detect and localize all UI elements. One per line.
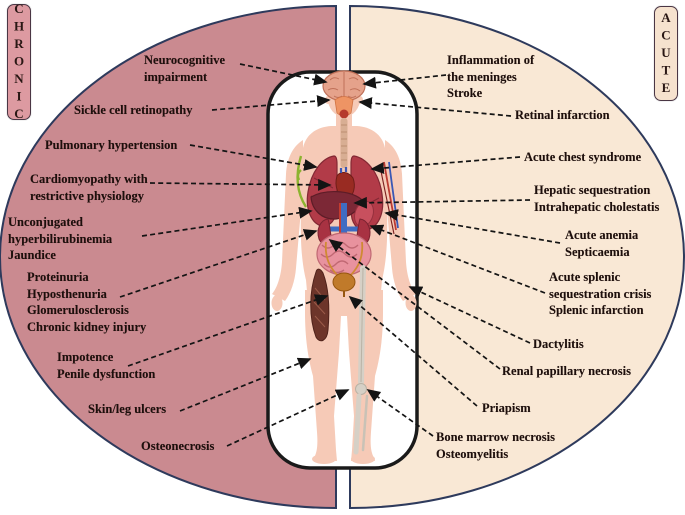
arrow-priapism [348,295,478,407]
arrow-neurocognitive [239,63,328,86]
label-skin-leg-ulcers: Skin/leg ulcers [88,402,167,416]
acute-legend-label: ACUTE [658,9,674,98]
human-body-illustration [271,70,417,464]
arrow-hepatic [353,196,531,209]
label-osteonecrosis: Osteonecrosis [141,439,215,453]
arrow-osteonecrosis [226,389,350,447]
leg-bones [353,265,369,455]
arrow-impotence [127,294,329,367]
label-dactylitis: Dactylitis [533,337,584,351]
arrow-renal-papillary [328,238,501,370]
label-pulmonary-hypertension: Pulmonary hypertension [45,138,178,152]
label-bone-marrow-necrosis: Bone marrow necrosis Osteomyelitis [436,430,555,461]
chronic-legend-label: CHRONIC [11,0,27,124]
label-impotence-penile-dysfunction: Impotence Penile dysfunction [57,350,156,381]
arrow-retinopathy [211,95,331,111]
arrow-meninges-stroke [362,74,447,89]
bile-duct [296,155,308,208]
label-sickle-cell-retinopathy: Sickle cell retinopathy [74,103,193,117]
label-splenic-sequestration: Acute splenic sequestration crisis Splen… [549,270,652,317]
right-foot [351,454,375,464]
label-hepatic-sequestration: Hepatic sequestration Intrahepatic chole… [534,183,660,214]
arrow-bone-marrow [366,389,434,437]
acute-half-ellipse [349,4,685,510]
label-acute-chest-syndrome: Acute chest syndrome [524,150,642,164]
label-acute-anemia-septicaemia: Acute anemia Septicaemia [565,228,639,259]
arrow-ulcers [179,357,312,412]
arrow-dactylitis [408,286,531,344]
label-renal-papillary-necrosis: Renal papillary necrosis [502,364,631,378]
label-chronic-kidney-group: Proteinuria Hyposthenuria Glomeruloscler… [27,270,147,334]
label-cardiomyopathy: Cardiomyopathy with restrictive physiolo… [30,172,148,203]
bladder [324,241,364,297]
label-priapism: Priapism [482,401,531,415]
label-retinal-infarction: Retinal infarction [515,108,610,122]
acute-legend-badge: ACUTE [654,6,678,101]
arrow-acute-chest [370,156,521,174]
label-meninges-stroke: Inflammation of the meninges Stroke [447,53,535,100]
left-arm [272,140,303,301]
right-arm [385,140,416,301]
right-hand [405,295,417,311]
chronic-legend-badge: CHRONIC [7,1,31,123]
label-hyperbilirubinemia-jaundice: Unconjugated hyperbilirubinemia Jaundice [8,215,113,262]
arrow-splenic [369,224,546,294]
arrow-anemia [384,209,561,244]
left-hand [271,295,283,311]
arrow-cardiomyopathy [149,178,332,191]
arrow-hyperbilirubinemia [141,206,313,237]
arrow-retinal-infarction [358,97,512,117]
label-neurocognitive-impairment: Neurocognitive impairment [144,53,226,84]
arrow-pulmonary-hypertension [189,144,318,171]
arrow-kidney-group [119,229,318,298]
pointer-arrows [119,63,561,447]
trachea [340,118,348,168]
throat [339,109,349,119]
left-foot [312,454,336,464]
